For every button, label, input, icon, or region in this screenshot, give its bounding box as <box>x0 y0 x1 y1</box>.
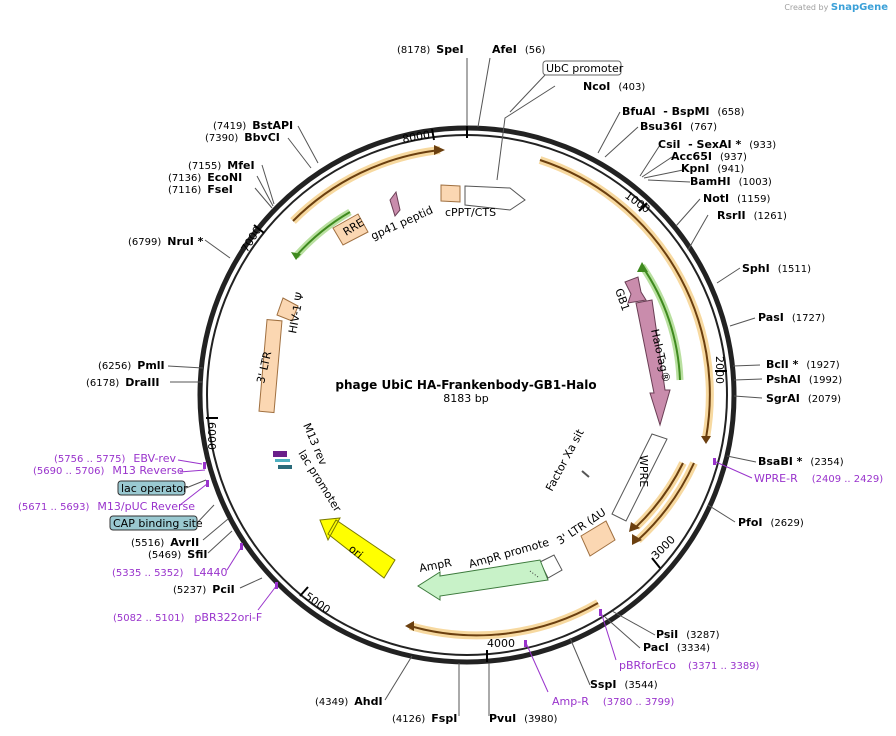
tick-3000: 3000 <box>649 533 678 562</box>
site-BclI[interactable]: BclI *(1927) <box>766 358 840 371</box>
site-PvuI[interactable]: PvuI(3980) <box>489 712 558 725</box>
primer-pBR322ori-F[interactable]: (5082 .. 5101)pBR322ori-F <box>113 611 262 624</box>
site-PciI[interactable]: (5237)PciI <box>173 583 235 596</box>
cppt-label: cPPT/CTS <box>445 206 496 219</box>
factor-xa-label: Factor Xa site <box>0 0 587 493</box>
svg-text:UbC promoter: UbC promoter <box>546 62 624 75</box>
plasmid-name: phage UbiC HA-Frankenbody-GB1-Halo <box>335 378 596 392</box>
site-Bsu36I[interactable]: Bsu36I(767) <box>640 120 717 133</box>
cap-site-mark <box>278 465 292 469</box>
svg-text:lac operator: lac operator <box>121 482 188 495</box>
site-KpnI[interactable]: KpnI(941) <box>681 162 744 175</box>
site-EcoNI[interactable]: (7136)EcoNI <box>168 171 242 184</box>
m13-rev-feature <box>273 451 287 457</box>
coordinate-ticks <box>206 126 727 662</box>
primer-ticks <box>203 458 716 647</box>
ubc-promoter-box[interactable]: UbC promoter <box>542 60 624 76</box>
site-AvrII[interactable]: (5516)AvrII <box>131 536 199 549</box>
lac-operator-box[interactable]: lac operator <box>117 480 188 496</box>
watermark-prefix: Created by <box>784 3 829 12</box>
site-BstAPI[interactable]: (7419)BstAPI <box>213 119 293 132</box>
site-PacI[interactable]: PacI(3334) <box>643 641 710 654</box>
plasmid-size: 8183 bp <box>443 392 488 405</box>
site-SspI[interactable]: SspI(3544) <box>590 678 658 691</box>
ampr-feature[interactable] <box>417 559 549 601</box>
ampr-label: AmpR <box>418 556 453 575</box>
primer-M13-pUC-Reverse[interactable]: (5671 .. 5693)M13/pUC Reverse <box>18 500 195 513</box>
site-FspI[interactable]: (4126)FspI <box>392 712 457 725</box>
site-SgrAI[interactable]: SgrAI(2079) <box>766 392 841 405</box>
site-Acc65I[interactable]: Acc65I(937) <box>671 150 747 163</box>
site-NotI[interactable]: NotI(1159) <box>703 192 770 205</box>
primer-pBRforEco[interactable]: pBRforEco(3371 .. 3389) <box>619 659 760 672</box>
ori-feature[interactable] <box>319 517 396 579</box>
site-PmlI[interactable]: (6256)PmlI <box>98 359 165 372</box>
ltr3-deltaU3-feature[interactable] <box>580 520 616 557</box>
site-CsiI-SexAI[interactable]: CsiI - SexAI *(933) <box>658 138 776 151</box>
site-NcoI[interactable]: NcoI(403) <box>583 80 645 93</box>
halotag-feature[interactable] <box>635 299 671 427</box>
rre-feature[interactable] <box>332 213 369 246</box>
site-PfoI[interactable]: PfoI(2629) <box>738 516 804 529</box>
site-PasI[interactable]: PasI(1727) <box>758 311 825 324</box>
site-SfiI[interactable]: (5469)SfiI <box>148 548 207 561</box>
snapgene-logo: SnapGene <box>830 2 888 13</box>
ltr3-left-feature[interactable] <box>258 319 283 414</box>
site-MfeI[interactable]: (7155)MfeI <box>188 159 255 172</box>
primer-Amp-R[interactable]: Amp-R(3780 .. 3799) <box>552 695 674 708</box>
site-BamHI[interactable]: BamHI(1003) <box>690 175 772 188</box>
gb1-feature[interactable] <box>624 276 647 304</box>
primer-M13-Reverse[interactable]: (5690 .. 5706)M13 Reverse <box>33 464 184 477</box>
wpre-feature[interactable] <box>611 433 668 522</box>
primer-EBV-rev[interactable]: (5756 .. 5775)EBV-rev <box>54 452 176 465</box>
orf-arcs <box>290 146 714 640</box>
tick-6000: 6000 <box>205 422 218 450</box>
tick-8000: 8000 <box>401 128 431 146</box>
site-DraIII[interactable]: (6178)DraIII <box>86 376 160 389</box>
factor-xa-site <box>581 470 590 478</box>
tick-4000: 4000 <box>487 637 515 650</box>
snapgene-watermark: Created by SnapGene <box>784 2 888 13</box>
orf-arrowheads <box>291 145 711 631</box>
cap-binding-site-box[interactable]: CAP binding site <box>109 515 203 531</box>
site-BbvCI[interactable]: (7390)BbvCI <box>205 131 280 144</box>
site-PshAI[interactable]: PshAI(1992) <box>766 373 842 386</box>
boxed-leaders <box>185 479 215 524</box>
site-RsrII[interactable]: RsrII(1261) <box>717 209 787 222</box>
site-AhdI[interactable]: (4349)AhdI <box>315 695 383 708</box>
hiv-psi-feature[interactable] <box>276 297 299 322</box>
wpre-label: WPRE <box>637 455 650 487</box>
lac-operator-mark <box>275 459 290 462</box>
site-BsaBI[interactable]: BsaBI *(2354) <box>758 455 844 468</box>
site-leaders <box>167 57 763 716</box>
svg-text:CAP binding site: CAP binding site <box>113 517 203 530</box>
primer-L4440[interactable]: (5335 .. 5352)L4440 <box>112 566 228 579</box>
site-SpeI[interactable]: (8178)SpeI <box>397 43 464 56</box>
site-NruI[interactable]: (6799)NruI * <box>128 235 204 248</box>
site-SphI[interactable]: SphI(1511) <box>742 262 811 275</box>
site-BfuAI-BspMI[interactable]: BfuAI - BspMI(658) <box>622 105 745 118</box>
cppt-feature[interactable] <box>440 184 461 203</box>
site-PsiI[interactable]: PsiI(3287) <box>656 628 720 641</box>
ampr-promoter-label: AmpR promoter <box>0 0 551 571</box>
ubc-promoter-arrow[interactable] <box>464 185 526 211</box>
gp41-feature[interactable] <box>389 190 401 218</box>
site-AfeI[interactable]: AfeI(56) <box>492 43 545 56</box>
tick-7000: 7000 <box>239 224 265 255</box>
tick-5000: 5000 <box>302 590 332 617</box>
site-FseI[interactable]: (7116)FseI <box>168 183 233 196</box>
primer-leaders <box>177 459 753 693</box>
tick-2000: 2000 <box>713 356 726 384</box>
primer-WPRE-R[interactable]: WPRE-R(2409 .. 2429) <box>754 472 883 485</box>
